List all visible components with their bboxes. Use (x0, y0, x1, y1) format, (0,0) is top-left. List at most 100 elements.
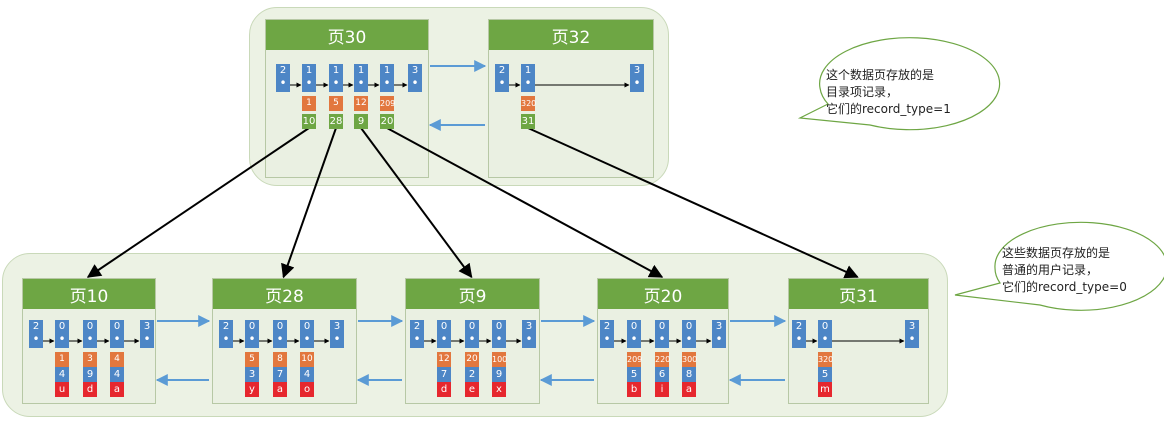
value-cell: 9 (492, 367, 506, 382)
value-cell: 7 (273, 367, 287, 382)
record: 0• (245, 320, 259, 348)
record-type-label: 0 (113, 321, 121, 332)
record: 0• (437, 320, 451, 348)
char-cell: m (818, 382, 832, 397)
key-cell: 4 (110, 352, 124, 367)
record-type-label: 0 (495, 321, 503, 332)
record: 1• (521, 64, 535, 92)
child-page-arrow (281, 127, 337, 279)
next-pointer-dot: • (411, 76, 419, 90)
record: 0• (300, 320, 314, 348)
next-pointer-dot: • (303, 332, 311, 346)
record-type-label: 0 (821, 321, 829, 332)
user-record-callout-text: 这些数据页存放的是 普通的用户记录， 它们的record_type=0 (1002, 246, 1127, 294)
char-cell: a (682, 382, 696, 397)
page-title: 页10 (23, 279, 155, 309)
record-type-label: 1 (357, 65, 365, 76)
record-type-label: 2 (222, 321, 230, 332)
record-type-label: 0 (468, 321, 476, 332)
page-title: 页30 (266, 20, 428, 50)
record-type-label: 0 (248, 321, 256, 332)
char-cell: x (492, 382, 506, 397)
char-cell: o (300, 382, 314, 397)
next-pointer-dot: • (440, 332, 448, 346)
next-pointer-dot: • (524, 76, 532, 90)
next-pointer-dot: • (357, 76, 365, 90)
next-pointer-dot: • (143, 332, 151, 346)
record-type-label: 0 (440, 321, 448, 332)
value-cell: 7 (437, 367, 451, 382)
page-number-cell: 20 (380, 114, 394, 129)
record: 2• (219, 320, 233, 348)
record: 3• (905, 320, 919, 348)
page-number-cell: 28 (329, 114, 343, 129)
record: 3• (630, 64, 644, 92)
value-cell: 2 (465, 367, 479, 382)
record: 2• (410, 320, 424, 348)
next-pointer-dot: • (525, 332, 533, 346)
next-pointer-dot: • (498, 76, 506, 90)
value-cell: 3 (245, 367, 259, 382)
record-type-label: 0 (58, 321, 66, 332)
record-type-label: 0 (658, 321, 666, 332)
child-page-arrow (360, 127, 473, 279)
record-type-label: 3 (715, 321, 723, 332)
page-number-cell: 9 (354, 114, 368, 129)
record-type-label: 2 (413, 321, 421, 332)
next-pointer-dot: • (222, 332, 230, 346)
next-pointer-dot: • (279, 76, 287, 90)
record-type-label: 2 (795, 321, 803, 332)
next-pointer-dot: • (658, 332, 666, 346)
record: 2• (792, 320, 806, 348)
record-type-label: 3 (525, 321, 533, 332)
record-type-label: 3 (143, 321, 151, 332)
key-cell: 5 (329, 96, 343, 111)
record: 1• (354, 64, 368, 92)
next-pointer-dot: • (248, 332, 256, 346)
record: 0• (110, 320, 124, 348)
page-title: 页32 (489, 20, 653, 50)
char-cell: b (627, 382, 641, 397)
key-cell: 1 (302, 96, 316, 111)
record-type-label: 3 (633, 65, 641, 76)
next-pointer-dot: • (332, 76, 340, 90)
directory-callout-text: 这个数据页存放的是 目录项记录， 它们的record_type=1 (826, 68, 951, 116)
key-cell: 12 (437, 352, 451, 367)
record: 3• (140, 320, 154, 348)
key-cell: 320 (521, 96, 536, 111)
key-cell: 3 (83, 352, 97, 367)
record: 1• (329, 64, 343, 92)
next-pointer-dot: • (908, 332, 916, 346)
value-cell: 8 (682, 367, 696, 382)
record: 3• (408, 64, 422, 92)
child-page-arrow (386, 127, 664, 278)
key-cell: 209 (380, 96, 395, 111)
record-type-label: 1 (524, 65, 532, 76)
next-pointer-dot: • (413, 332, 421, 346)
record: 0• (273, 320, 287, 348)
key-cell: 20 (465, 352, 479, 367)
record-type-label: 0 (86, 321, 94, 332)
page-title: 页9 (406, 279, 539, 309)
record: 2• (600, 320, 614, 348)
value-cell: 9 (83, 367, 97, 382)
next-pointer-dot: • (715, 332, 723, 346)
record-type-label: 0 (630, 321, 638, 332)
record: 3• (522, 320, 536, 348)
char-cell: d (83, 382, 97, 397)
page-title: 页28 (213, 279, 356, 309)
record-type-label: 1 (305, 65, 313, 76)
key-cell: 320 (818, 352, 833, 367)
record-type-label: 2 (498, 65, 506, 76)
char-cell: y (245, 382, 259, 397)
next-pointer-dot: • (795, 332, 803, 346)
record: 0• (627, 320, 641, 348)
key-cell: 10 (300, 352, 314, 367)
directory-callout-bubble (797, 37, 1001, 131)
key-cell: 5 (245, 352, 259, 367)
record: 0• (818, 320, 832, 348)
value-cell: 4 (110, 367, 124, 382)
key-cell: 209 (627, 352, 642, 367)
record: 3• (330, 320, 344, 348)
